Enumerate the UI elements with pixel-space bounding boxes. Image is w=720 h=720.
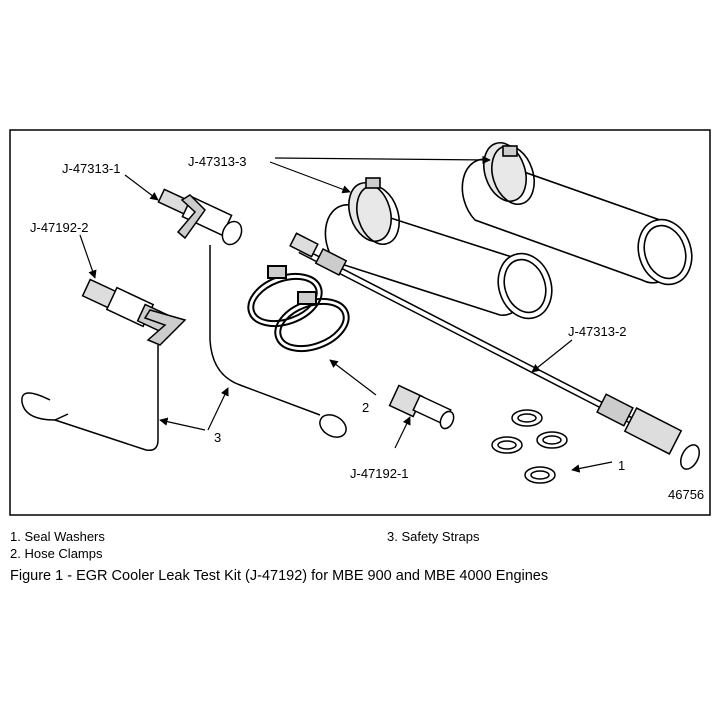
adapter-j47192-2 xyxy=(81,278,187,346)
adapter-j47313-1 xyxy=(157,188,243,246)
rubber-sleeve-right xyxy=(461,142,693,286)
hose-clamps xyxy=(247,265,350,353)
test-hose xyxy=(289,232,701,470)
rubber-sleeve-left xyxy=(324,177,553,320)
adapter-j47192-1 xyxy=(388,384,455,430)
label-num-3: 3 xyxy=(214,430,221,445)
legend-seal-washers: 1. Seal Washers xyxy=(10,529,105,544)
figure-id: 46756 xyxy=(668,487,704,502)
safety-straps xyxy=(21,245,347,452)
label-num-1: 1 xyxy=(618,458,625,473)
legend-safety-straps: 3. Safety Straps xyxy=(387,529,480,544)
figure-caption: Figure 1 - EGR Cooler Leak Test Kit (J-4… xyxy=(10,568,549,584)
seal-washers xyxy=(491,409,568,484)
leader-lines xyxy=(79,155,613,473)
label-j47192-2: J-47192-2 xyxy=(30,220,89,235)
label-j47313-3: J-47313-3 xyxy=(188,154,247,169)
label-j47313-1: J-47313-1 xyxy=(62,161,121,176)
label-num-2: 2 xyxy=(362,400,369,415)
legend-hose-clamps: 2. Hose Clamps xyxy=(10,546,103,561)
label-j47192-1: J-47192-1 xyxy=(350,466,409,481)
label-j47313-2: J-47313-2 xyxy=(568,324,627,339)
